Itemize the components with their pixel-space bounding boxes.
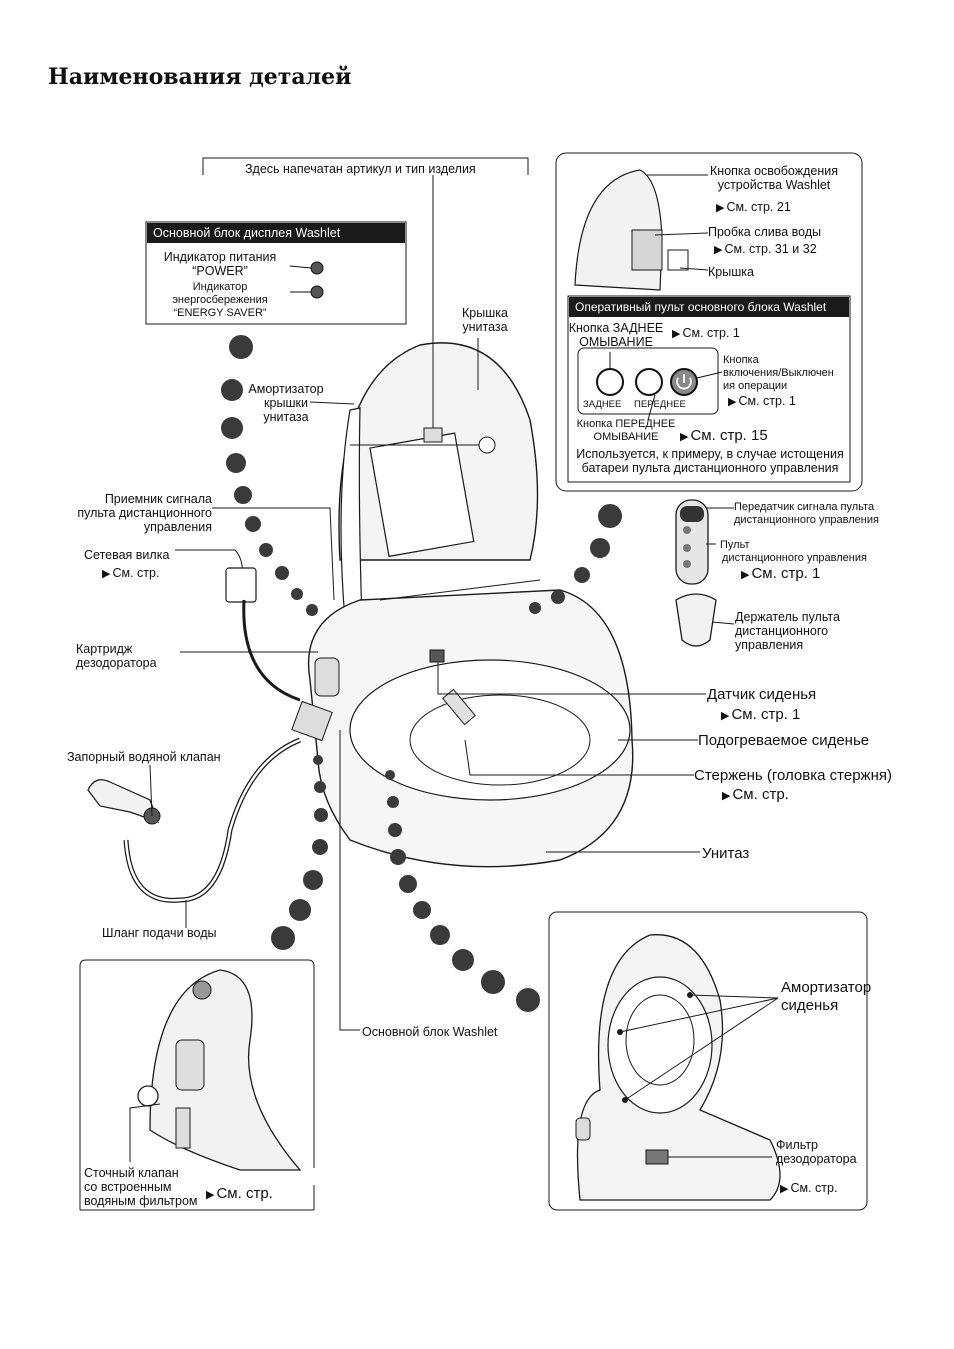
- deodorizer-filter-ref: См. стр.: [780, 1181, 837, 1196]
- main-unit-label: Основной блок Washlet: [362, 1025, 498, 1039]
- power-button-ref: См. стр. 1: [728, 394, 795, 409]
- front-button-caption: ПЕРЕДНЕЕ: [634, 399, 686, 410]
- page-title: Наименования деталей: [48, 64, 352, 90]
- front-wash-ref: См. стр. 15: [680, 427, 767, 446]
- power-plug-ref: См. стр.: [102, 566, 159, 581]
- usage-note: Используется, к примеру, в случае истоще…: [576, 447, 844, 475]
- power-indicator-label: Индикатор питания“POWER”: [163, 250, 277, 278]
- seat-sensor-ref: См. стр. 1: [721, 706, 800, 725]
- drain-valve-ref: См. стр.: [206, 1185, 272, 1204]
- panel-header: Оперативный пульт основного блока Washle…: [569, 297, 849, 317]
- remote-holder-icon: [675, 593, 717, 647]
- shutoff-valve-label: Запорный водяной клапан: [67, 750, 221, 764]
- remote-ref: См. стр. 1: [741, 565, 820, 584]
- wand-label: Стержень (головка стержня): [694, 767, 892, 784]
- decorative-dots: [221, 335, 622, 1012]
- drain-plug-label: Пробка слива воды: [708, 225, 822, 239]
- supply-hose-label: Шланг подачи воды: [102, 926, 217, 940]
- drain-plug-ref: См. стр. 31 и 32: [714, 242, 816, 257]
- cover-label: Крышка: [708, 265, 754, 279]
- article-type-label: Здесь напечатан артикул и тип изделия: [245, 162, 476, 176]
- wand-ref: См. стр.: [722, 786, 788, 805]
- bowl-label: Унитаз: [702, 845, 750, 862]
- energy-indicator-icon: [310, 285, 324, 299]
- rear-button-caption: ЗАДНЕЕ: [583, 399, 622, 410]
- rear-wash-ref: См. стр. 1: [672, 326, 739, 341]
- power-plug-icon: [225, 567, 257, 603]
- heated-seat-label: Подогреваемое сиденье: [698, 732, 870, 749]
- display-unit-header: Основной блок дисплея Washlet: [147, 223, 405, 243]
- power-indicator-icon: [310, 261, 324, 275]
- front-wash-button[interactable]: [635, 368, 663, 396]
- power-plug-label: Сетевая вилка: [84, 548, 170, 562]
- rear-wash-button[interactable]: [596, 368, 624, 396]
- release-ref: См. стр. 21: [716, 200, 790, 215]
- seat-sensor-label: Датчик сиденья: [707, 686, 817, 703]
